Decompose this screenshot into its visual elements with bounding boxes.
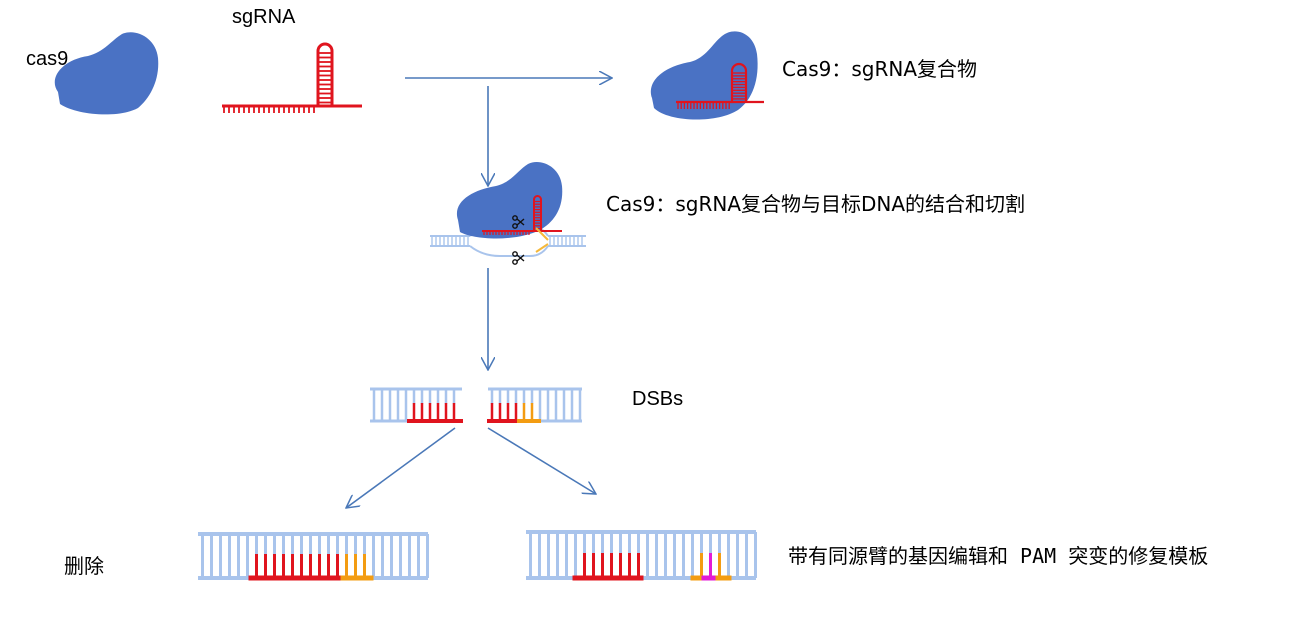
label-deletion: 删除 (64, 554, 104, 578)
repair-template-dna (526, 530, 757, 581)
label-cas9: cas9 (26, 48, 69, 70)
dsb-fragment-right (487, 387, 582, 423)
label-binding-cleavage: Cas9：sgRNA复合物与目标DNA的结合和切割 (606, 192, 1026, 216)
dsb-fragment-left (370, 387, 463, 423)
sgrna-molecule (222, 42, 362, 113)
label-sgrna: sgRNA (232, 6, 296, 28)
cas9-target-dna-complex (430, 162, 586, 265)
scissors-icon (512, 251, 525, 265)
cas9-protein (54, 32, 159, 115)
label-complex: Cas9：sgRNA复合物 (782, 57, 978, 81)
label-dsbs: DSBs (632, 388, 684, 410)
scissors-icon (512, 215, 525, 229)
cas9-sgrna-complex (650, 31, 764, 120)
deletion-dna (198, 532, 429, 581)
arrow-to-repair-template (487, 427, 596, 494)
label-repair-template: 带有同源臂的基因编辑和 PAM 突变的修复模板 (788, 544, 1209, 568)
arrow-to-deletion (346, 427, 456, 508)
